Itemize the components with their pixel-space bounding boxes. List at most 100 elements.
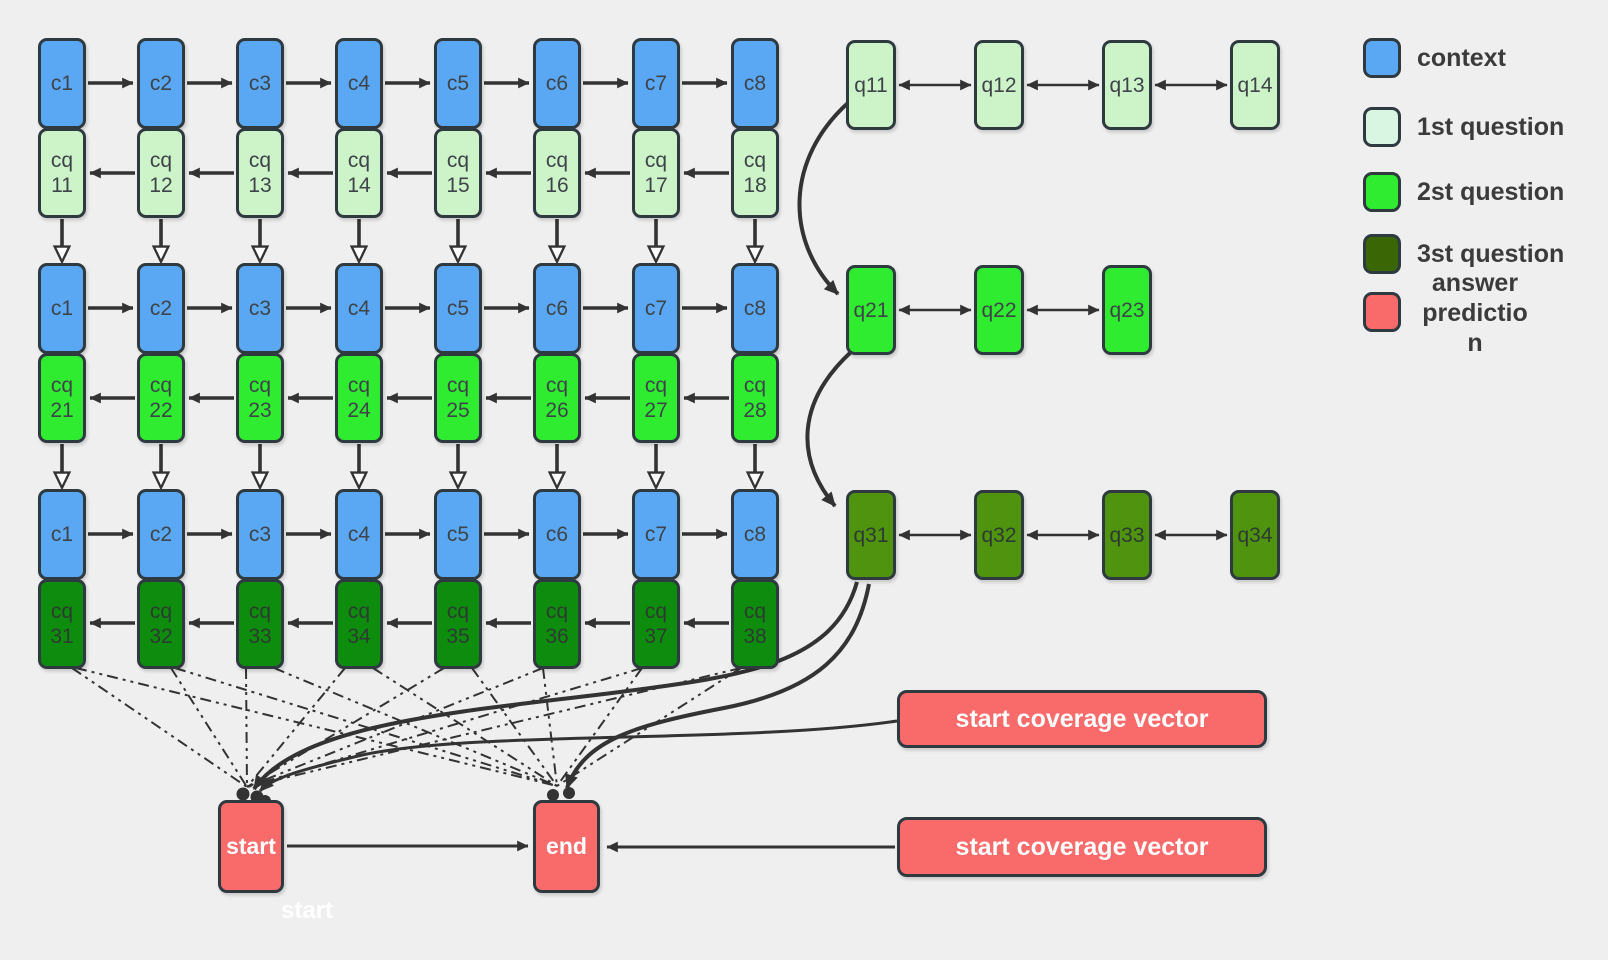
merged-block-cq22: cq 22 [137, 353, 185, 443]
context-block-c2-row3: c2 [137, 489, 185, 580]
attn-line-to-start [246, 667, 445, 788]
question-block-q32: q32 [974, 490, 1024, 580]
context-block-c4-row1: c4 [335, 38, 383, 129]
context-block-c4-row3: c4 [335, 489, 383, 580]
merged-block-cq37: cq 37 [632, 579, 680, 669]
attn-line-to-start [246, 667, 346, 788]
start-coverage-vector-box-2: start coverage vector [897, 817, 1267, 877]
merged-block-cq35: cq 35 [434, 579, 482, 669]
merged-block-cq24: cq 24 [335, 353, 383, 443]
question-block-q33: q33 [1102, 490, 1152, 580]
legend-label-3: 2st question [1417, 177, 1565, 206]
context-arrows [88, 77, 728, 540]
attn-line-to-end [556, 667, 742, 787]
attn-line-to-start [170, 667, 248, 788]
question-block-q12: q12 [974, 40, 1024, 130]
legend-chip-2 [1363, 107, 1401, 147]
attn-line-to-start [246, 667, 643, 788]
merged-block-cq14: cq 14 [335, 128, 383, 218]
merged-block-cq25: cq 25 [434, 353, 482, 443]
context-block-c5-row2: c5 [434, 263, 482, 354]
attn-line-to-end [174, 667, 558, 787]
question-block-q23: q23 [1102, 265, 1152, 355]
context-block-c1-row3: c1 [38, 489, 86, 580]
legend-chip-3 [1363, 172, 1401, 212]
question-block-q11: q11 [846, 40, 896, 130]
start-coverage-vector-box-1: start coverage vector [897, 690, 1267, 748]
start-node-label: start [226, 833, 276, 859]
question-block-q14: q14 [1230, 40, 1280, 130]
merged-block-cq13: cq 13 [236, 128, 284, 218]
context-block-c7-row2: c7 [632, 263, 680, 354]
start-coverage-vector-label-1: start coverage vector [955, 704, 1209, 733]
merged-block-cq16: cq 16 [533, 128, 581, 218]
curve-q11-to-q21 [797, 100, 851, 296]
context-block-c6-row3: c6 [533, 489, 581, 580]
legend-chip-5 [1363, 292, 1401, 332]
junction-dot [547, 789, 559, 801]
merged-block-cq12: cq 12 [137, 128, 185, 218]
merged-block-cq18: cq 18 [731, 128, 779, 218]
attn-line-to-end [273, 667, 558, 787]
attn-line-to-end [542, 667, 558, 787]
attn-line-to-start [245, 667, 248, 788]
context-block-c1-row2: c1 [38, 263, 86, 354]
start-caption: start [281, 897, 334, 924]
merged-block-cq36: cq 36 [533, 579, 581, 669]
legend-label-2: 1st question [1417, 112, 1565, 141]
junction-dot [563, 787, 575, 799]
junction-dot [236, 787, 250, 801]
merged-row-arrows [89, 167, 729, 629]
down-arrows [62, 219, 755, 472]
attn-line-to-end [372, 667, 558, 787]
merged-block-cq28: cq 28 [731, 353, 779, 443]
start-coverage-vector-label-2: start coverage vector [955, 832, 1209, 861]
curve-q31-to-end [565, 583, 871, 790]
legend-chip-4 [1363, 234, 1401, 274]
merged-block-cq15: cq 15 [434, 128, 482, 218]
merged-block-cq17: cq 17 [632, 128, 680, 218]
merged-block-cq23: cq 23 [236, 353, 284, 443]
start-node: start [218, 800, 284, 893]
junction-dots [236, 787, 575, 807]
context-block-c2-row1: c2 [137, 38, 185, 129]
context-block-c3-row1: c3 [236, 38, 284, 129]
end-node: end [533, 800, 600, 893]
merged-block-cq21: cq 21 [38, 353, 86, 443]
attn-line-to-start [246, 667, 544, 788]
attn-line-to-end [75, 667, 558, 787]
merged-block-cq34: cq 34 [335, 579, 383, 669]
legend-chip-1 [1363, 38, 1401, 78]
question-arrows [898, 79, 1228, 541]
context-block-c2-row2: c2 [137, 263, 185, 354]
context-block-c3-row2: c3 [236, 263, 284, 354]
context-block-c8-row3: c8 [731, 489, 779, 580]
context-block-c8-row1: c8 [731, 38, 779, 129]
curve-q21-to-q31 [805, 350, 853, 508]
context-block-c3-row3: c3 [236, 489, 284, 580]
context-block-c4-row2: c4 [335, 263, 383, 354]
flow-curves [252, 100, 898, 853]
context-block-c6-row2: c6 [533, 263, 581, 354]
attention-dashed-lines [71, 667, 742, 788]
context-block-c8-row2: c8 [731, 263, 779, 354]
legend-label-line: answer [1431, 269, 1519, 297]
merged-block-cq31: cq 31 [38, 579, 86, 669]
question-block-q34: q34 [1230, 490, 1280, 580]
context-block-c6-row1: c6 [533, 38, 581, 129]
merged-block-cq11: cq 11 [38, 128, 86, 218]
curve-coverage1-to-start [258, 719, 898, 793]
question-block-q13: q13 [1102, 40, 1152, 130]
legend-label-line: n [1467, 329, 1483, 357]
context-block-c5-row3: c5 [434, 489, 482, 580]
attn-line-to-start [71, 667, 248, 788]
context-block-c7-row1: c7 [632, 38, 680, 129]
merged-block-cq27: cq 27 [632, 353, 680, 443]
legend-label-line: predictio [1422, 299, 1528, 327]
merged-block-cq38: cq 38 [731, 579, 779, 669]
question-block-q21: q21 [846, 265, 896, 355]
context-block-c1-row1: c1 [38, 38, 86, 129]
